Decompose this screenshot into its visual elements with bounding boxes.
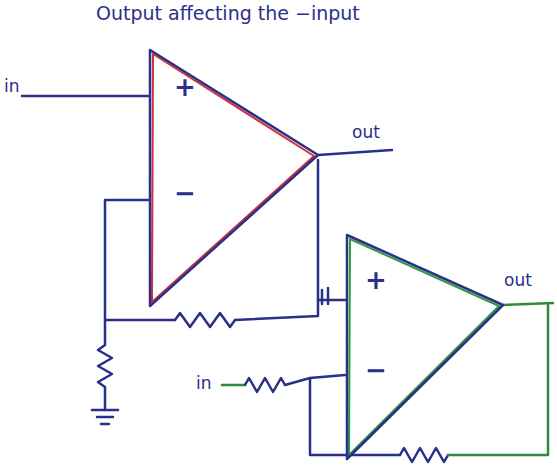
signal-name: out bbox=[504, 272, 532, 289]
ground-mark bbox=[322, 288, 328, 304]
input-wire bbox=[222, 384, 245, 387]
feedback-wire bbox=[235, 160, 318, 320]
op-amp-symbol bbox=[148, 48, 320, 310]
ground-symbol bbox=[92, 410, 118, 424]
resistor-symbol bbox=[175, 313, 235, 327]
op-amp: +− bbox=[345, 233, 505, 461]
signal-name: in bbox=[196, 375, 212, 392]
signal-name: in bbox=[4, 78, 20, 95]
input-wire bbox=[22, 95, 148, 98]
pin-sign-minus: − bbox=[174, 180, 196, 206]
op-amp: +− bbox=[148, 48, 320, 310]
op-amp-outline bbox=[349, 239, 499, 455]
feedback-wire bbox=[448, 305, 548, 455]
pin-sign-minus: − bbox=[365, 357, 387, 383]
resistor-symbol bbox=[245, 378, 285, 392]
op-amp-outline bbox=[150, 50, 318, 306]
input-wire bbox=[285, 375, 345, 385]
resistor-symbol bbox=[400, 448, 448, 462]
resistor-symbol bbox=[98, 320, 112, 410]
note-heading: Output affecting the −input bbox=[96, 4, 360, 23]
output-wire bbox=[318, 150, 392, 155]
output-wire bbox=[503, 303, 553, 305]
op-amp-outline bbox=[347, 235, 503, 459]
pin-sign-plus: + bbox=[174, 74, 196, 100]
op-amp-outline bbox=[152, 54, 314, 302]
pin-sign-plus: + bbox=[365, 267, 387, 293]
feedback-wire bbox=[105, 200, 175, 320]
signal-name: out bbox=[352, 124, 380, 141]
